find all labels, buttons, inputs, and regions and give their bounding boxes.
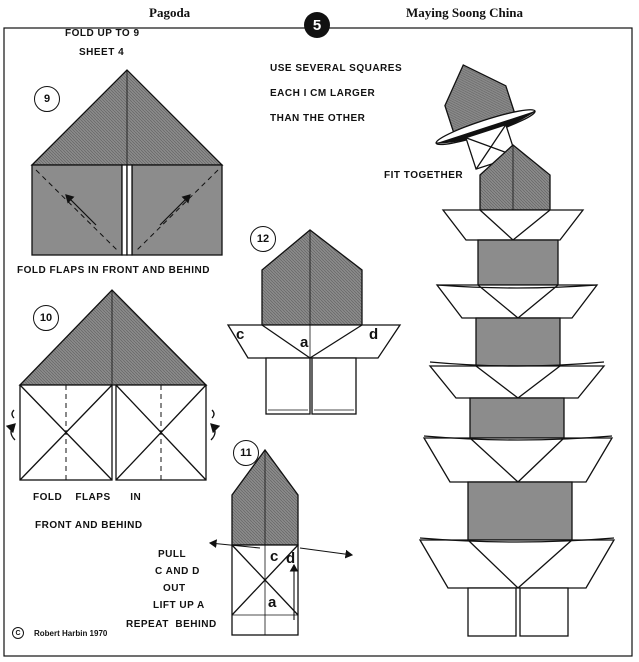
note-use-squares-1: USE SEVERAL SQUARES [270, 63, 403, 74]
step-9-figure [30, 69, 224, 256]
step-11-instr-4: LIFT UP A [153, 600, 205, 611]
header-left-title: Pagoda [149, 5, 191, 20]
step-11-number: 11 [233, 440, 259, 466]
step-11-label-c: c [270, 548, 279, 565]
step-12-label-d: d [369, 326, 379, 343]
note-fold-up-to: FOLD UP TO 9 [65, 28, 140, 39]
step-9-caption: FOLD FLAPS IN FRONT AND BEHIND [17, 265, 210, 276]
note-sheet: SHEET 4 [79, 47, 125, 58]
step-9-number: 9 [34, 86, 60, 112]
step-11-instr-1: PULL [158, 549, 187, 560]
step-11-label-d: d [286, 550, 296, 567]
step-12-label-a: a [300, 334, 309, 351]
step-10-number: 10 [33, 305, 59, 331]
step-12-number: 12 [250, 226, 276, 252]
step-11-label-a: a [268, 594, 277, 611]
note-use-squares-3: THAN THE OTHER [270, 113, 366, 124]
copyright-icon: C [12, 627, 24, 639]
step-10-figure [5, 289, 221, 481]
step-11-instr-3: OUT [163, 583, 186, 594]
step-12-label-c: c [236, 326, 245, 343]
header-right-title: Maying Soong China [406, 5, 524, 20]
step-10-caption-2: FRONT AND BEHIND [35, 520, 143, 531]
step-11-figure [208, 448, 354, 636]
step-10-caption-1: FOLD FLAPS IN [33, 492, 142, 503]
step-12-figure [226, 229, 402, 415]
note-fit-together: FIT TOGETHER [384, 170, 464, 181]
step-11-instr-5: REPEAT BEHIND [126, 619, 217, 630]
page-number-badge: 5 [304, 12, 330, 38]
footer-credit: Robert Harbin 1970 [34, 629, 108, 638]
pagoda-assembled [418, 64, 616, 637]
step-11-instr-2: C AND D [155, 566, 200, 577]
note-use-squares-2: EACH I CM LARGER [270, 88, 376, 99]
